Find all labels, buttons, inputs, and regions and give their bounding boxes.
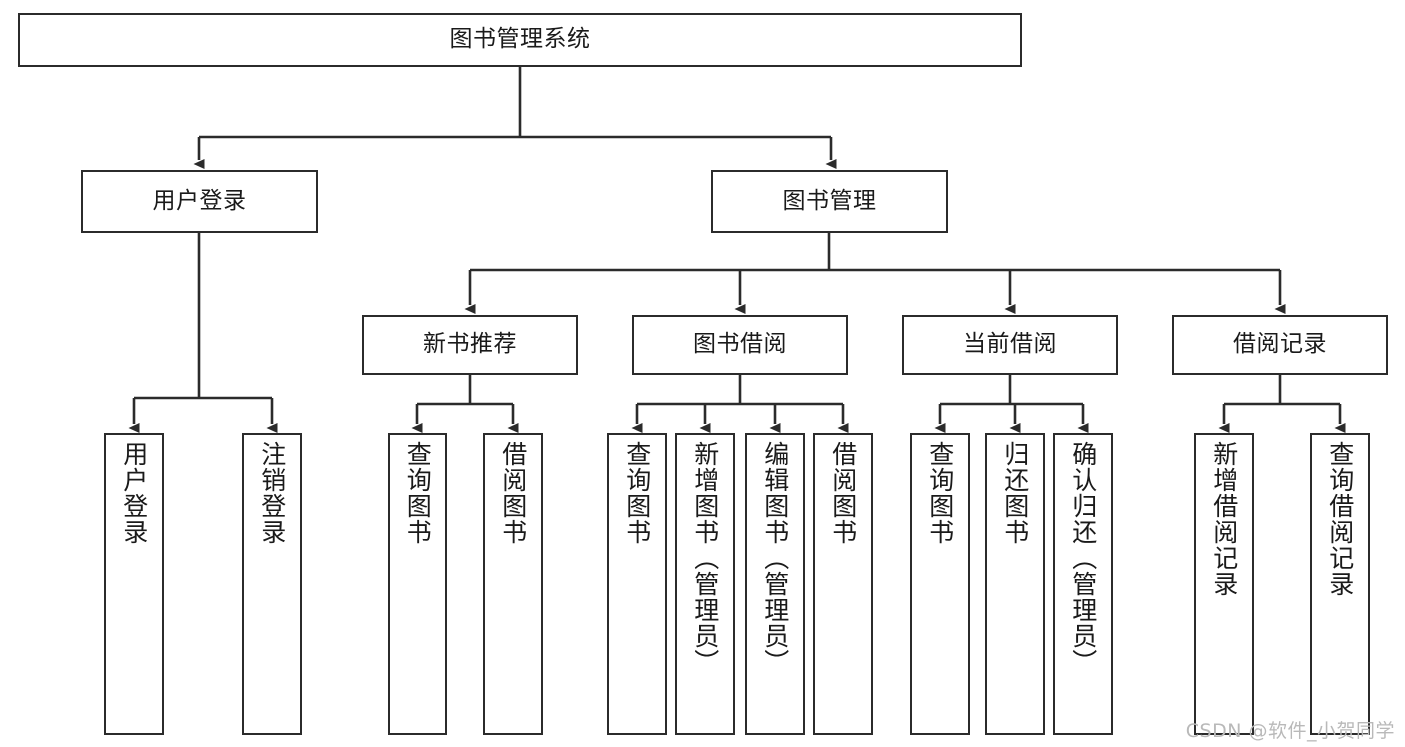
leaf-query-borrow-record[interactable]: 查询借阅记录 — [1310, 433, 1370, 735]
leaf-query-book-3[interactable]: 查询图书 — [910, 433, 970, 735]
leaf-edit-book-admin[interactable]: 编辑图书（管理员） — [745, 433, 805, 735]
leaf-logout-login[interactable]: 注销登录 — [242, 433, 302, 735]
node-label: 当前借阅 — [963, 331, 1057, 358]
node-current-borrow[interactable]: 当前借阅 — [902, 315, 1118, 375]
node-label: 图书管理系统 — [449, 26, 591, 53]
node-label: 图书借阅 — [693, 331, 787, 358]
node-label: 查询图书 — [925, 441, 955, 545]
node-label: 用户登录 — [152, 187, 247, 214]
node-label: 新书推荐 — [423, 331, 517, 358]
node-root-book-management-system[interactable]: 图书管理系统 — [18, 13, 1022, 67]
node-label: 查询图书 — [622, 441, 652, 545]
leaf-add-book-admin[interactable]: 新增图书（管理员） — [675, 433, 735, 735]
node-book-management[interactable]: 图书管理 — [711, 170, 948, 233]
node-label: 新增借阅记录 — [1209, 441, 1239, 597]
node-user-login[interactable]: 用户登录 — [81, 170, 318, 233]
node-new-book-recommend[interactable]: 新书推荐 — [362, 315, 578, 375]
node-label: 用户登录 — [119, 441, 149, 545]
node-label: 新增图书（管理员） — [690, 441, 720, 675]
leaf-query-book-2[interactable]: 查询图书 — [607, 433, 667, 735]
node-label: 借阅图书 — [498, 441, 528, 545]
watermark: CSDN @软件_小贺同学 — [1185, 720, 1395, 742]
node-label: 查询借阅记录 — [1325, 441, 1355, 597]
node-label: 编辑图书（管理员） — [760, 441, 790, 675]
leaf-user-login[interactable]: 用户登录 — [104, 433, 164, 735]
node-label: 图书管理 — [782, 187, 877, 214]
node-book-borrow[interactable]: 图书借阅 — [632, 315, 848, 375]
node-label: 借阅图书 — [828, 441, 858, 545]
node-label: 确认归还（管理员） — [1068, 441, 1098, 675]
node-label: 查询图书 — [403, 441, 433, 545]
leaf-confirm-return-admin[interactable]: 确认归还（管理员） — [1053, 433, 1113, 735]
leaf-borrow-book-2[interactable]: 借阅图书 — [813, 433, 873, 735]
node-label: 归还图书 — [1000, 441, 1030, 545]
leaf-query-book-1[interactable]: 查询图书 — [388, 433, 447, 735]
node-label: 注销登录 — [257, 441, 287, 545]
node-borrow-record[interactable]: 借阅记录 — [1172, 315, 1388, 375]
leaf-return-book[interactable]: 归还图书 — [985, 433, 1045, 735]
leaf-add-borrow-record[interactable]: 新增借阅记录 — [1194, 433, 1254, 735]
node-label: 借阅记录 — [1233, 331, 1327, 358]
leaf-borrow-book-1[interactable]: 借阅图书 — [483, 433, 543, 735]
